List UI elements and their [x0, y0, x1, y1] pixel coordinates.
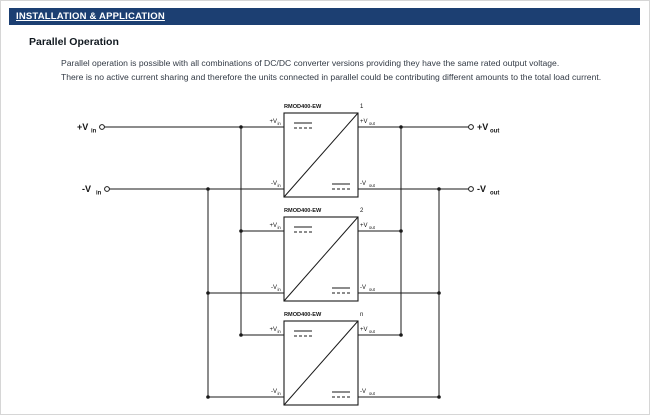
module-diagonal [283, 112, 359, 198]
pin-label-sub: in [278, 329, 282, 334]
section-header-title: INSTALLATION & APPLICATION [16, 11, 165, 22]
pin-label-sub: in [278, 121, 282, 126]
junction-dot [399, 125, 403, 129]
terminal-circle [468, 124, 474, 130]
module-label: RMOD400-EW [284, 208, 322, 214]
terminal-label: -V [82, 184, 91, 194]
terminal-label: +V [77, 122, 88, 132]
converter-module: RMOD400-EW n +V in -V in +V out -V out [269, 312, 376, 406]
pin-label-sub: in [278, 391, 282, 396]
junction-dot [239, 125, 243, 129]
pin-label-sub: out [369, 183, 376, 188]
pin-label: -V [271, 181, 277, 187]
junction-dot [399, 229, 403, 233]
body-paragraph: Parallel operation is possible with all … [61, 57, 633, 84]
junction-dot [206, 187, 210, 191]
junction-dot [399, 333, 403, 337]
subsection-title: Parallel Operation [29, 36, 119, 48]
section-header-bar: INSTALLATION & APPLICATION [9, 8, 640, 25]
terminal-label: +V [477, 122, 488, 132]
junction-dot [437, 395, 441, 399]
pin-label-sub: out [369, 121, 376, 126]
module-diagonal [283, 216, 359, 302]
pin-label: -V [360, 285, 366, 291]
pin-label: +V [360, 119, 368, 125]
module-number: 2 [360, 208, 364, 214]
terminal-label-sub: out [490, 129, 499, 135]
junction-dot [437, 291, 441, 295]
pin-label: -V [360, 389, 366, 395]
pin-label: +V [360, 327, 368, 333]
terminal-label: -V [477, 184, 486, 194]
module-label: RMOD400-EW [284, 312, 322, 318]
pin-label: +V [269, 119, 277, 125]
terminal-circle [104, 186, 110, 192]
module-label: RMOD400-EW [284, 104, 322, 110]
junction-dot [437, 187, 441, 191]
terminal-label-sub: in [91, 129, 97, 135]
pin-label: -V [360, 181, 366, 187]
junction-dot [239, 333, 243, 337]
pin-label-sub: out [369, 391, 376, 396]
pin-label-sub: in [278, 225, 282, 230]
terminal-circle [99, 124, 105, 130]
pin-label: -V [271, 389, 277, 395]
pin-label: +V [269, 327, 277, 333]
pin-label: -V [271, 285, 277, 291]
converter-module: RMOD400-EW 1 +V in -V in +V out -V out [269, 104, 376, 198]
junction-dot [239, 229, 243, 233]
module-number: n [360, 312, 363, 318]
pin-label-sub: out [369, 225, 376, 230]
pin-label: +V [360, 223, 368, 229]
junction-dot [206, 291, 210, 295]
converter-module: RMOD400-EW 2 +V in -V in +V out -V out [269, 208, 376, 302]
module-number: 1 [360, 104, 364, 110]
pin-label-sub: out [369, 329, 376, 334]
module-diagonal [283, 320, 359, 406]
pin-label-sub: in [278, 183, 282, 188]
paragraph-line: Parallel operation is possible with all … [61, 58, 560, 68]
terminal-label-sub: out [490, 191, 499, 197]
pin-label: +V [269, 223, 277, 229]
terminal-circle [468, 186, 474, 192]
pin-label-sub: out [369, 287, 376, 292]
terminal-label-sub: in [96, 191, 102, 197]
pin-label-sub: in [278, 287, 282, 292]
paragraph-line: There is no active current sharing and t… [61, 71, 602, 82]
junction-dot [206, 395, 210, 399]
